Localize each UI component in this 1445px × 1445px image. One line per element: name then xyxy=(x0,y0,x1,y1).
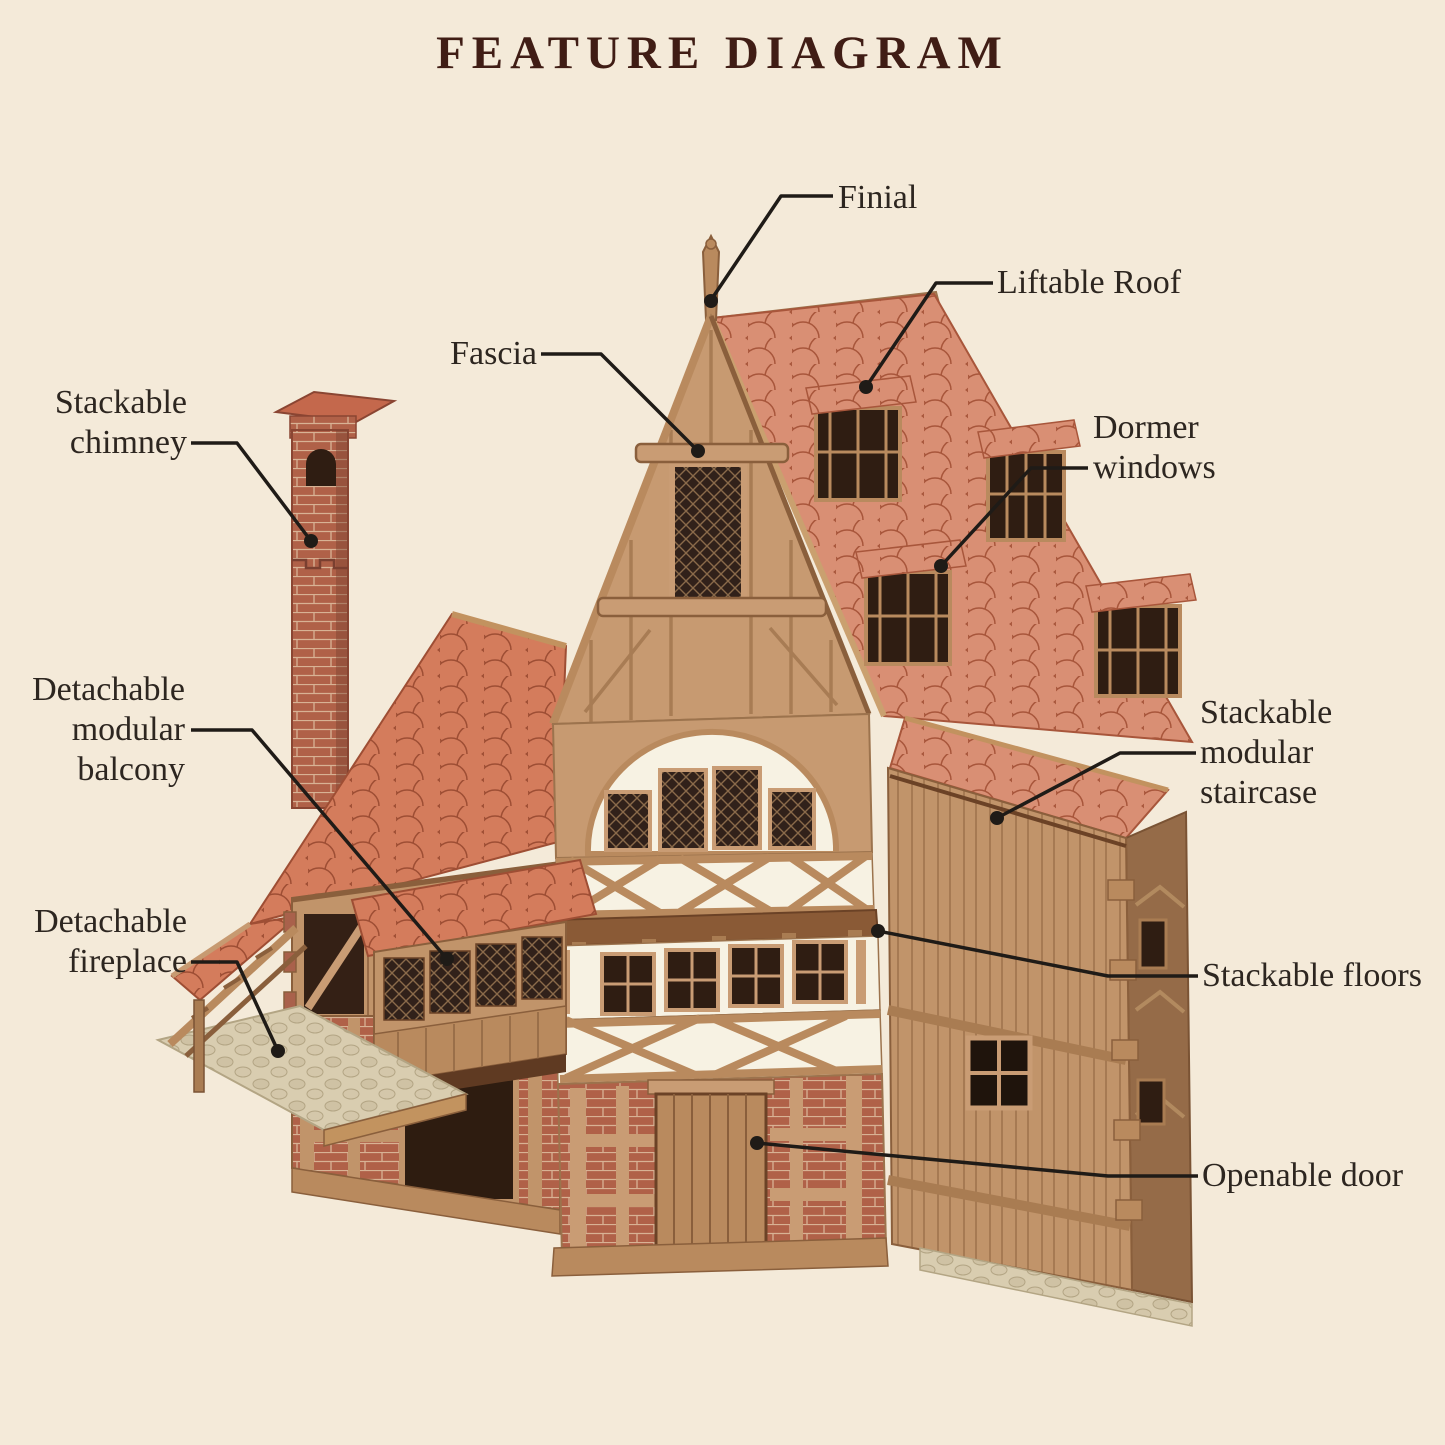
dormer-window-3 xyxy=(855,539,967,666)
detachable-fireplace xyxy=(155,925,469,1147)
openable-door xyxy=(654,1092,768,1248)
tower-cobblestone-base xyxy=(919,1247,1193,1327)
half-timber-band-lower xyxy=(555,1009,883,1085)
label-dormer-windows: Dormer windows xyxy=(1093,409,1216,486)
half-timber-band-upper xyxy=(555,851,875,921)
label-finial: Finial xyxy=(838,179,918,216)
label-detachable-fireplace: Detachable fireplace xyxy=(34,903,187,980)
dormer-window-4 xyxy=(1085,573,1197,698)
leader-fireplace xyxy=(191,960,285,1058)
ground-floor xyxy=(551,1072,889,1277)
label-fascia: Fascia xyxy=(450,335,537,372)
label-detachable-modular-balcony: Detachable modular balcony xyxy=(32,671,185,788)
leader-chimney xyxy=(191,441,318,548)
tower-window xyxy=(965,1035,1033,1111)
stackable-floor-windows xyxy=(553,935,881,1021)
dormer-window-1 xyxy=(805,375,917,502)
floor-windows xyxy=(600,940,848,1016)
dormer-windows xyxy=(805,375,1197,698)
label-stackable-chimney: Stackable chimney xyxy=(54,384,187,461)
stackable-chimney xyxy=(272,390,398,809)
diagram-title: FEATURE DIAGRAM xyxy=(436,27,1009,79)
leader-door xyxy=(750,1136,1198,1178)
arch-windows xyxy=(604,766,816,852)
gable-lattice-window xyxy=(669,461,747,603)
arch-section xyxy=(551,712,874,860)
leader-dormer xyxy=(934,466,1088,573)
label-stackable-floors: Stackable floors xyxy=(1202,957,1422,994)
detachable-modular-balcony xyxy=(350,858,598,1102)
stackable-modular-staircase xyxy=(886,766,1194,1327)
leader-fascia xyxy=(541,352,705,458)
tower-side-window xyxy=(1136,1078,1166,1126)
balcony-lattice-windows xyxy=(383,936,563,1021)
leader-liftable-roof xyxy=(859,281,993,394)
leader-finial xyxy=(704,194,833,308)
leader-balcony xyxy=(191,728,454,966)
fascia-beam xyxy=(634,442,790,464)
label-stackable-modular-staircase: Stackable modular staircase xyxy=(1200,694,1333,811)
tower-side-window xyxy=(1138,918,1168,970)
left-wing-roof xyxy=(170,611,568,1002)
label-openable-door: Openable door xyxy=(1202,1157,1404,1194)
dormer-window-2 xyxy=(977,419,1081,542)
leader-floors xyxy=(871,924,1198,978)
corner-finger-joints xyxy=(1107,879,1143,1221)
front-gable xyxy=(549,233,872,726)
label-liftable-roof: Liftable Roof xyxy=(997,264,1182,301)
leader-staircase xyxy=(990,751,1196,825)
leader-lines xyxy=(191,194,1198,1178)
